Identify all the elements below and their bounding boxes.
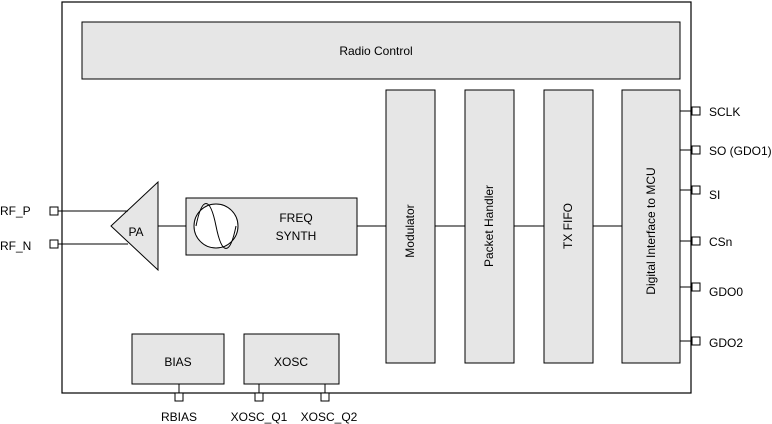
pin-rf-p: RF_P — [0, 204, 128, 218]
pin-rf-n: RF_N — [0, 239, 128, 253]
pin-gdo0-label: GDO0 — [709, 285, 743, 299]
pin-csn: CSn — [680, 235, 732, 249]
bias-label: BIAS — [164, 355, 191, 369]
pin-rbias-label: RBIAS — [161, 410, 197, 424]
pin-si: SI — [680, 185, 720, 202]
freq-synth-label-line1: FREQ — [279, 211, 312, 225]
radio-control-block — [81, 21, 681, 80]
digital-interface-block — [621, 89, 681, 364]
pin-gdo0: GDO0 — [680, 282, 743, 299]
digital-interface-label: Digital Interface to MCU — [644, 167, 658, 294]
pin-xosc-q1-label: XOSC_Q1 — [231, 410, 288, 424]
pin-rf-n-label: RF_N — [0, 239, 31, 253]
pin-si-label: SI — [709, 188, 720, 202]
modulator-block — [385, 89, 436, 364]
pin-gdo2-label: GDO2 — [709, 336, 743, 350]
tx-fifo-label: TX FIFO — [561, 203, 575, 249]
bias-block — [131, 333, 225, 385]
freq-synth-label-line2: SYNTH — [276, 229, 317, 243]
pin-sclk: SCLK — [680, 105, 740, 119]
xosc-label: XOSC — [274, 355, 308, 369]
tx-fifo-block — [543, 89, 594, 364]
pin-so-label: SO (GDO1) — [709, 144, 772, 158]
oscillator-icon — [193, 203, 239, 249]
pin-xosc-q2-label: XOSC_Q2 — [301, 410, 358, 424]
modulator-label: Modulator — [403, 204, 417, 257]
packet-handler-block — [464, 89, 515, 364]
radio-control-label: Radio Control — [339, 44, 412, 58]
pa-amplifier — [110, 180, 159, 272]
pin-csn-label: CSn — [709, 235, 732, 249]
pin-gdo2: GDO2 — [680, 336, 743, 350]
pin-xosc-q1: XOSC_Q1 — [231, 384, 288, 424]
pin-rbias: RBIAS — [161, 384, 197, 424]
xosc-block — [243, 333, 340, 385]
pin-sclk-label: SCLK — [709, 105, 740, 119]
pa-label: PA — [128, 225, 143, 239]
pin-xosc-q2: XOSC_Q2 — [301, 384, 358, 424]
pin-so: SO (GDO1) — [680, 144, 772, 158]
packet-handler-label: Packet Handler — [482, 185, 496, 267]
pin-rf-p-label: RF_P — [0, 204, 31, 218]
